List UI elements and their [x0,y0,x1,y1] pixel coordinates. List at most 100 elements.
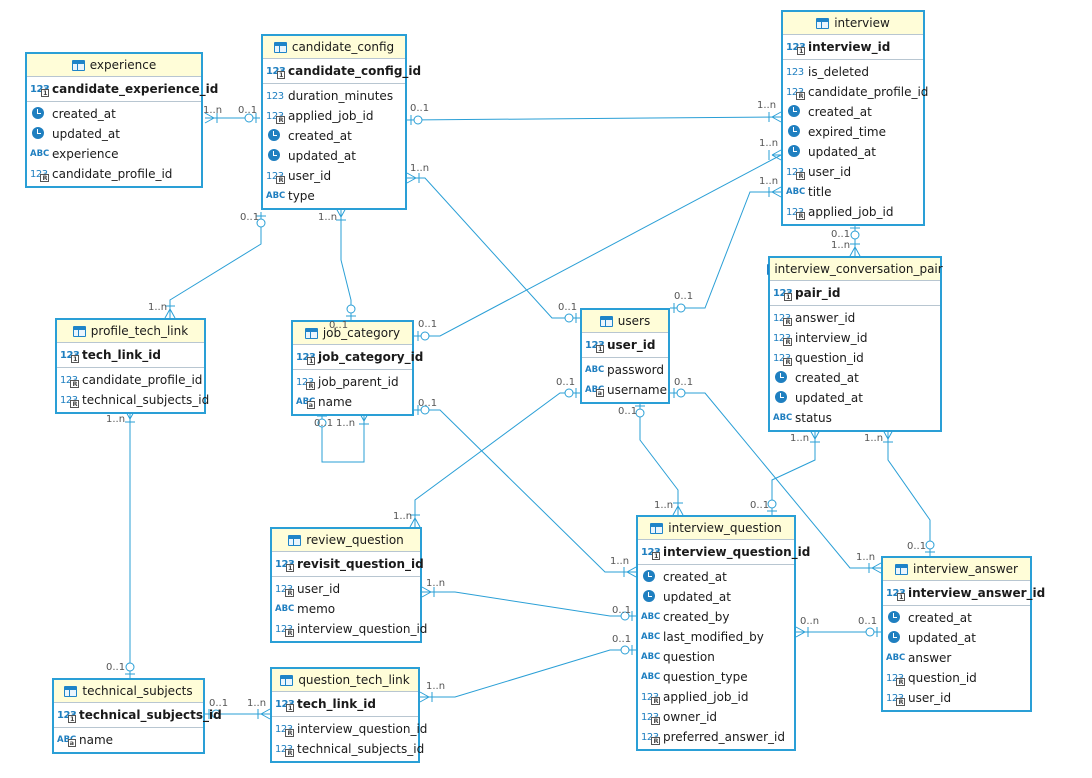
table-column[interactable]: updated_at [770,388,940,408]
relationship-line[interactable] [421,586,636,621]
table-header[interactable]: interview_answer [883,558,1030,581]
relationship-line[interactable] [795,626,881,638]
table-column[interactable]: created_at [770,368,940,388]
relationship-line[interactable] [335,207,356,320]
table-column[interactable]: updated_at [783,142,923,162]
relationship-line[interactable] [205,708,271,720]
table-column[interactable]: updated_at [263,146,405,166]
table-column[interactable]: created_at [783,102,923,122]
relationship-line[interactable] [635,402,684,516]
relationship-line[interactable] [409,388,580,528]
table-header[interactable]: technical_subjects [54,680,203,703]
table-header[interactable]: question_tech_link [272,669,418,692]
table-column[interactable]: updated_at [638,587,794,607]
table-column[interactable]: updated_at [883,628,1030,648]
table-header[interactable]: users [582,310,668,333]
relationship-line[interactable] [124,409,136,678]
relationship-line[interactable] [670,388,882,574]
table-header[interactable]: interview_conversation_pair [767,258,943,281]
table-header[interactable]: interview [783,12,923,35]
table-column[interactable]: ABCaname [293,392,412,412]
table-header[interactable]: job_category [293,322,412,345]
relationship-line[interactable] [882,429,935,556]
relationship-line[interactable] [767,429,821,515]
relationship-line[interactable] [414,405,637,578]
table-column[interactable]: created_at [263,126,405,146]
table-column[interactable]: created_at [638,567,794,587]
relationship-line[interactable] [204,112,260,124]
table-column[interactable]: created_at [27,104,201,124]
relationship-line[interactable] [164,212,266,319]
table-column[interactable]: expired_time [783,122,923,142]
table-column[interactable]: updated_at [27,124,201,144]
table-header[interactable]: candidate_config [263,36,405,59]
table-column[interactable]: created_at [883,608,1030,628]
relationship-line[interactable] [406,172,580,323]
relationship-line[interactable] [849,224,861,257]
table-header[interactable]: experience [27,54,201,77]
relationship-line[interactable] [670,186,782,313]
table-header[interactable]: interview_question [638,517,794,540]
relationship-line[interactable] [419,645,636,703]
table-column[interactable]: ABCausername [582,380,668,400]
table-header[interactable]: profile_tech_link [57,320,204,343]
table-header[interactable]: review_question [272,529,420,552]
relationship-line[interactable] [317,411,370,463]
